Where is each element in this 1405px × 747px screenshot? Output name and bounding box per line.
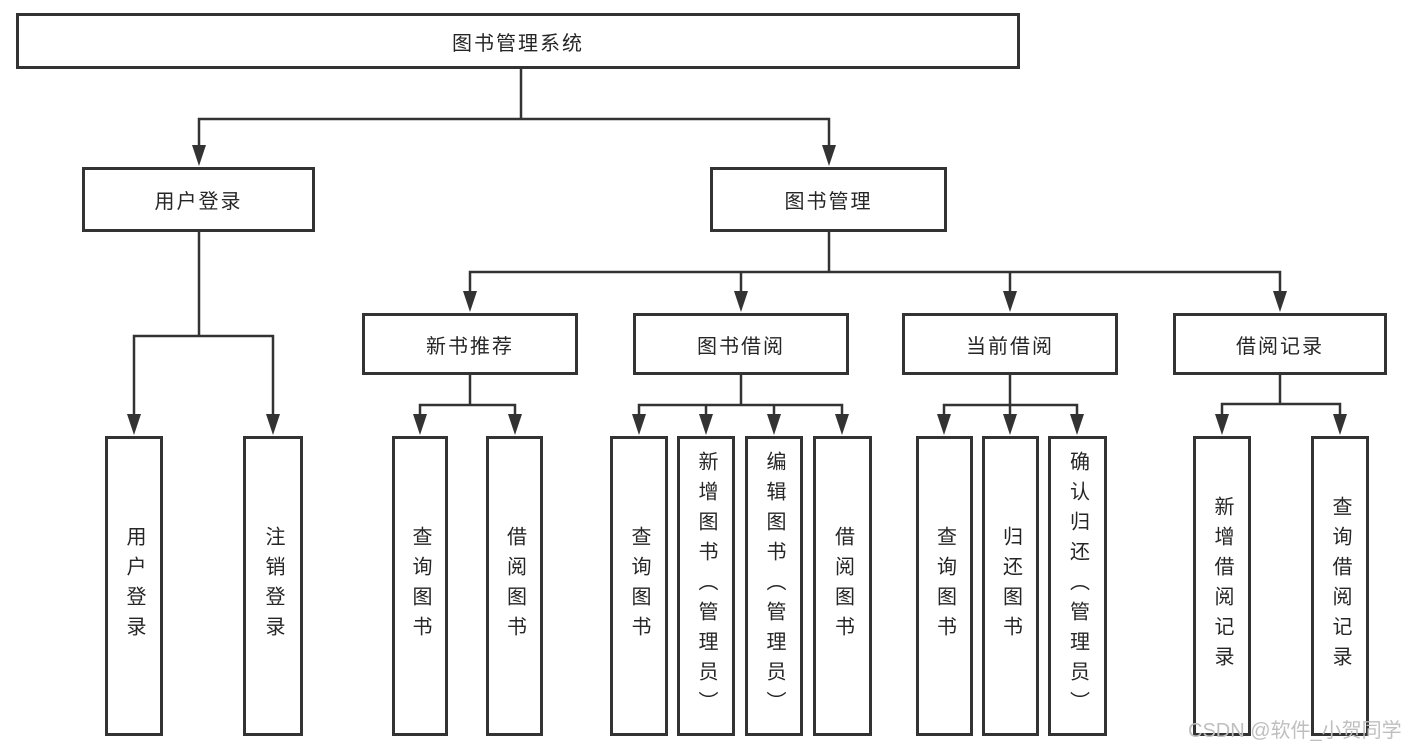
edge-new-book-rec-to-leaves — [418, 373, 517, 422]
leaf-borrow-add-books-admin: 新增图书（管理员） — [677, 436, 735, 736]
leaf-borrow-borrow-books: 借阅图书 — [813, 436, 872, 736]
leaf-record-query-borrow-record-label: 查询借阅记录 — [1329, 496, 1351, 676]
leaf-rec-query-books-label: 查询图书 — [409, 526, 431, 646]
arrow-down-icon — [266, 414, 280, 435]
leaf-current-confirm-return-admin-label: 确认归还（管理员） — [1066, 451, 1089, 721]
leaf-current-return-books: 归还图书 — [982, 436, 1039, 736]
node-root-label: 图书管理系统 — [452, 32, 584, 55]
arrow-down-icon — [767, 414, 781, 435]
node-current-borrow-label: 当前借阅 — [966, 335, 1054, 358]
leaf-rec-borrow-books-label: 借阅图书 — [503, 526, 526, 646]
arrow-down-icon — [192, 145, 206, 166]
node-book-borrow: 图书借阅 — [633, 313, 849, 375]
edge-current-borrow-to-leaves — [942, 373, 1079, 422]
leaf-borrow-query-books: 查询图书 — [610, 436, 668, 736]
leaf-current-confirm-return-admin: 确认归还（管理员） — [1048, 436, 1107, 736]
arrow-down-icon — [1003, 291, 1017, 312]
arrow-down-icon — [1273, 291, 1287, 312]
node-borrow-record: 借阅记录 — [1173, 313, 1387, 375]
arrow-down-icon — [1333, 414, 1347, 435]
arrow-down-icon — [937, 414, 951, 435]
edge-root-to-level2 — [197, 65, 831, 152]
arrow-down-icon — [699, 414, 713, 435]
arrow-down-icon — [734, 291, 748, 312]
node-root: 图书管理系统 — [16, 13, 1020, 69]
leaf-rec-borrow-books: 借阅图书 — [486, 436, 543, 736]
leaf-borrow-borrow-books-label: 借阅图书 — [831, 526, 854, 646]
node-book-borrow-label: 图书借阅 — [697, 335, 785, 358]
arrow-down-icon — [463, 291, 477, 312]
leaf-current-query-books: 查询图书 — [916, 436, 973, 736]
edge-borrow-record-to-leaves — [1220, 373, 1342, 422]
node-user-login-label: 用户登录 — [154, 191, 243, 213]
arrow-down-icon — [632, 414, 646, 435]
leaf-borrow-edit-books-admin-label: 编辑图书（管理员） — [763, 451, 785, 721]
arrow-down-icon — [822, 145, 836, 166]
leaf-user-login: 用户登录 — [105, 436, 163, 736]
arrow-down-icon — [1003, 414, 1017, 435]
arrow-down-icon — [1070, 414, 1084, 435]
node-current-borrow: 当前借阅 — [902, 313, 1118, 375]
node-book-mgmt-label: 图书管理 — [784, 191, 873, 213]
edge-book-borrow-to-leaves — [637, 373, 844, 422]
edge-book-mgmt-to-level3 — [468, 230, 1282, 298]
leaf-borrow-edit-books-admin: 编辑图书（管理员） — [745, 436, 803, 736]
arrow-down-icon — [1215, 414, 1229, 435]
edge-user-login-to-leaves — [132, 230, 275, 422]
leaf-record-add-borrow-record-label: 新增借阅记录 — [1211, 496, 1233, 676]
node-new-book-rec: 新书推荐 — [362, 313, 578, 375]
leaf-user-login-label: 用户登录 — [123, 526, 145, 646]
arrow-down-icon — [508, 414, 522, 435]
node-user-login: 用户登录 — [82, 167, 315, 232]
leaf-logout-login: 注销登录 — [243, 436, 303, 736]
leaf-rec-query-books: 查询图书 — [392, 436, 448, 736]
leaf-current-query-books-label: 查询图书 — [933, 526, 956, 646]
arrow-down-icon — [127, 414, 141, 435]
arrow-down-icon — [835, 414, 849, 435]
arrow-down-icon — [413, 414, 427, 435]
leaf-current-return-books-label: 归还图书 — [999, 526, 1022, 646]
leaf-record-query-borrow-record: 查询借阅记录 — [1311, 436, 1369, 736]
leaf-borrow-query-books-label: 查询图书 — [628, 526, 650, 646]
node-borrow-record-label: 借阅记录 — [1236, 335, 1324, 358]
leaf-record-add-borrow-record: 新增借阅记录 — [1193, 436, 1251, 736]
leaf-logout-login-label: 注销登录 — [262, 526, 284, 646]
csdn-watermark: CSDN @软件_小贺同学 — [1188, 720, 1402, 742]
leaf-borrow-add-books-admin-label: 新增图书（管理员） — [695, 451, 717, 721]
node-book-mgmt: 图书管理 — [710, 167, 947, 232]
node-new-book-rec-label: 新书推荐 — [426, 335, 514, 358]
